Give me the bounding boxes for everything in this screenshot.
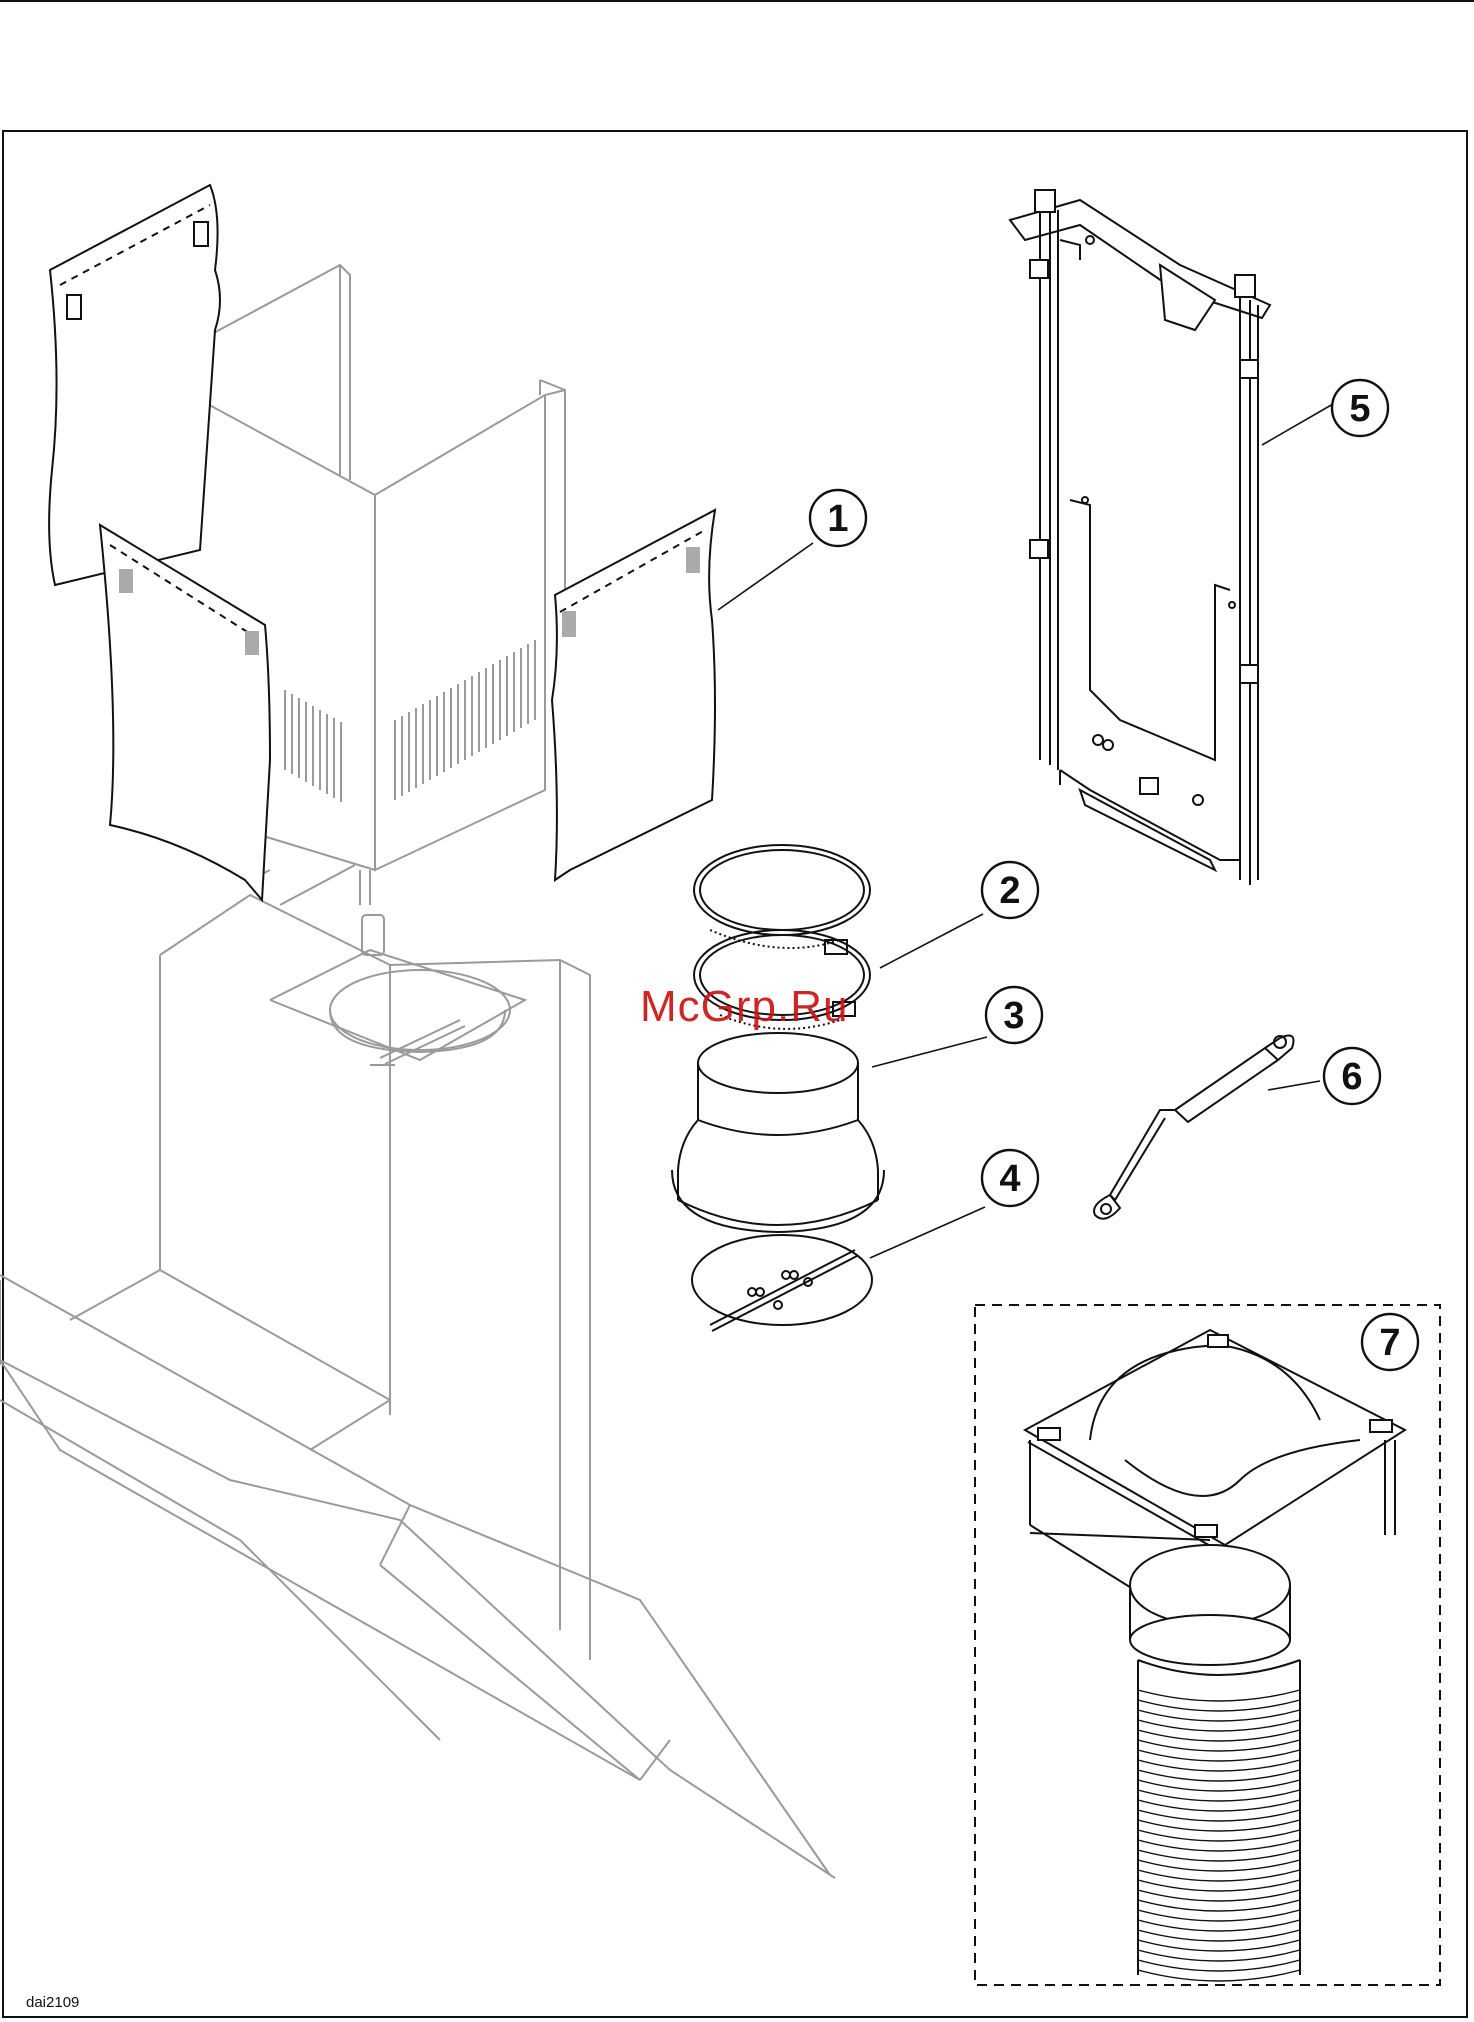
backdraft-damper	[692, 1235, 872, 1331]
callout-1: 1	[810, 490, 866, 546]
callout-6-label: 6	[1341, 1056, 1362, 1098]
callout-2: 2	[982, 862, 1038, 918]
callout-3: 3	[986, 987, 1042, 1043]
callout-7-label: 7	[1379, 1322, 1400, 1364]
callout-1-label: 1	[827, 498, 848, 540]
watermark: McGrp.Ru	[640, 982, 848, 1032]
callout-6: 6	[1324, 1048, 1380, 1104]
protective-film-sheets	[49, 185, 715, 900]
mounting-bracket	[1010, 190, 1270, 885]
callout-5-label: 5	[1349, 388, 1370, 430]
callout-4-label: 4	[999, 1158, 1020, 1200]
duct-adapter	[672, 1033, 884, 1232]
callout-2-label: 2	[999, 870, 1020, 912]
chimney-vent-slots	[285, 640, 535, 802]
flex-hose-corrugations	[1138, 1690, 1300, 1981]
callout-4: 4	[982, 1150, 1038, 1206]
gas-spring	[1094, 1036, 1294, 1219]
callout-3-label: 3	[1003, 995, 1024, 1037]
callout-5: 5	[1332, 380, 1388, 436]
callout-7: 7	[1362, 1314, 1418, 1370]
drawing-code: dai2109	[26, 1994, 79, 2011]
recirculation-kit	[975, 1305, 1440, 1985]
